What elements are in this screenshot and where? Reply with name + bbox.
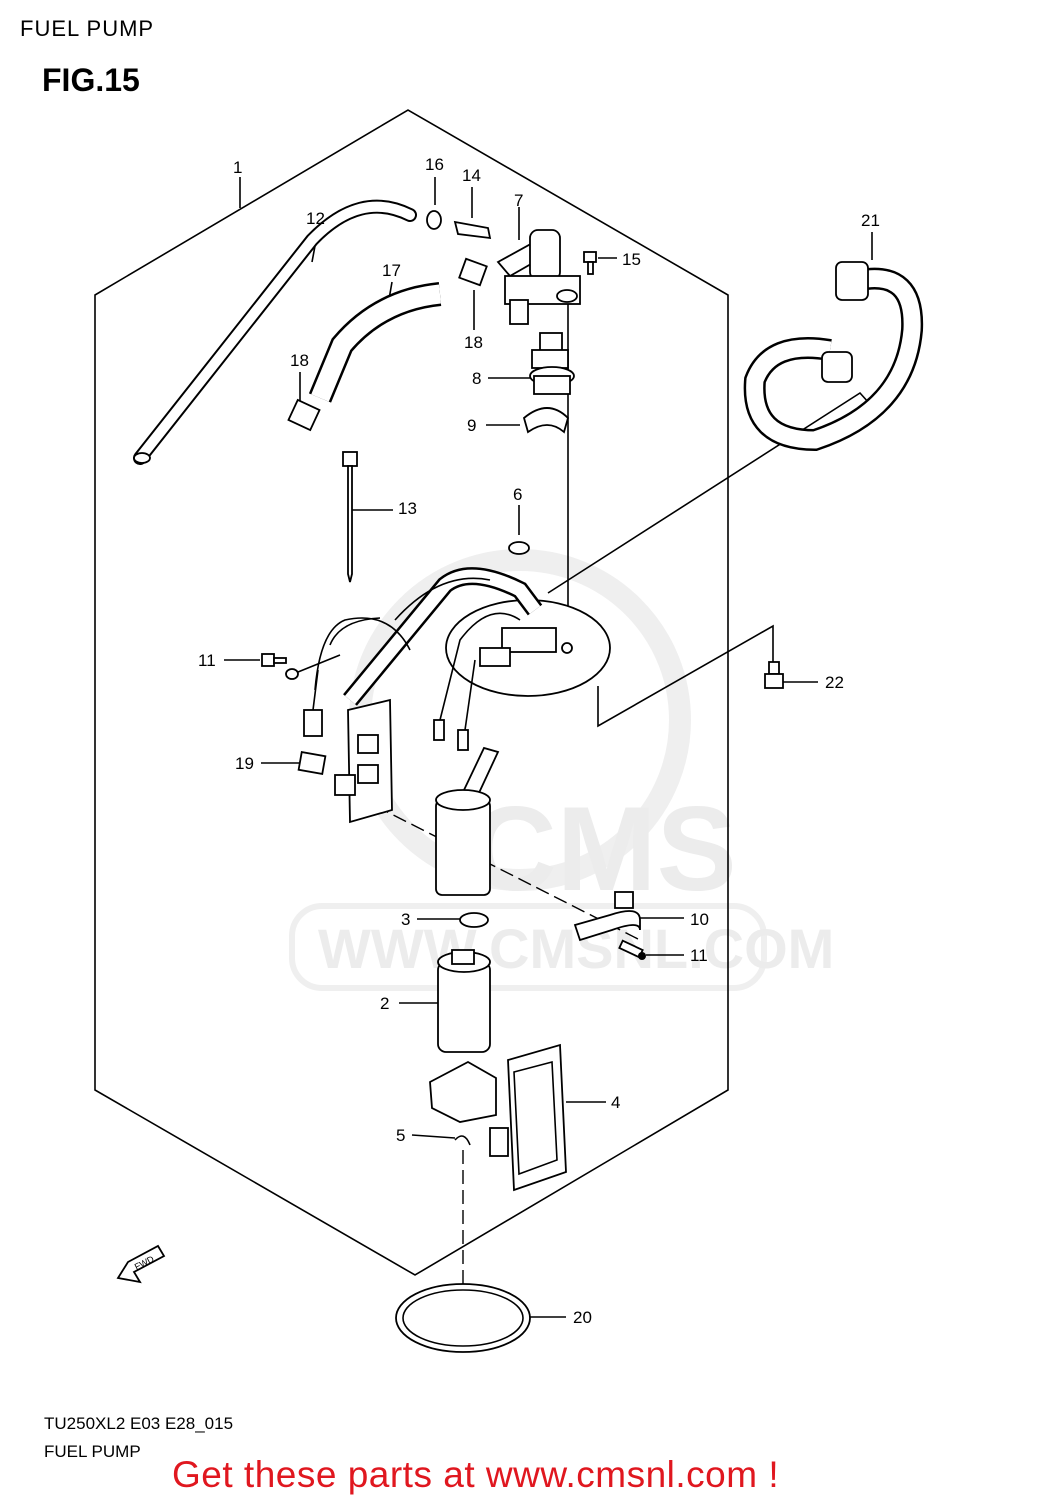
callout-16: 16 — [425, 155, 444, 174]
part-6-o-ring — [508, 541, 530, 555]
part-4-filter — [507, 1043, 567, 1192]
pump-bracket-assembly — [314, 567, 611, 824]
footer-title: FUEL PUMP — [44, 1442, 141, 1461]
callout-1: 1 — [233, 158, 242, 177]
callout-11-upper: 11 — [198, 651, 216, 670]
part-14-nipple — [453, 220, 492, 240]
callout-10: 10 — [690, 910, 709, 929]
callout-5: 5 — [396, 1126, 405, 1145]
part-8-regulator — [529, 332, 575, 395]
callout-3: 3 — [401, 910, 410, 929]
part-10-bracket — [573, 891, 641, 942]
part-18-clamp-top — [458, 257, 488, 287]
callout-11-lower: 11 — [690, 946, 708, 965]
callout-22: 22 — [825, 673, 844, 692]
callout-7: 7 — [514, 191, 523, 210]
part-19-clip — [297, 751, 327, 775]
callout-15: 15 — [622, 250, 641, 269]
part-11-screw-lower — [618, 939, 646, 960]
part-7-valve — [496, 229, 581, 325]
callout-18-top: 18 — [464, 333, 483, 352]
part-22-bolt — [764, 661, 784, 689]
wire-terminal — [285, 654, 341, 737]
promo-banner: Get these parts at www.cmsnl.com ! — [172, 1454, 780, 1495]
callout-2: 2 — [380, 994, 389, 1013]
part-16-ring — [426, 210, 442, 230]
assembly-boundary — [94, 109, 729, 1276]
part-12-long-hose — [133, 199, 417, 465]
page-header-title: FUEL PUMP — [20, 16, 155, 41]
part-3-seal — [459, 912, 489, 928]
watermark-brand: CMS — [470, 782, 737, 916]
part-20-gasket-inner — [402, 1289, 524, 1347]
part-9-clamp — [522, 407, 570, 434]
callout-labels: 1 12 16 14 7 15 17 18 8 9 18 13 6 11 19 … — [198, 155, 880, 1327]
callout-19: 19 — [235, 754, 254, 773]
fwd-arrow-icon: FWD — [116, 1244, 166, 1284]
figure-label: FIG.15 — [42, 62, 140, 98]
callout-4: 4 — [611, 1093, 620, 1112]
callout-12: 12 — [306, 209, 325, 228]
callout-21: 21 — [861, 211, 880, 230]
part-21-fuel-hose — [743, 261, 924, 452]
part-13-cable-tie — [342, 451, 358, 583]
callout-8: 8 — [472, 369, 481, 388]
part-20-gasket — [395, 1283, 531, 1353]
part-17-short-hose — [308, 282, 442, 403]
part-11-screw-upper — [261, 653, 287, 667]
part-2-fuel-pump — [437, 949, 491, 1053]
strainer-holder — [429, 1060, 509, 1157]
callout-17: 17 — [382, 261, 401, 280]
pump-housing — [435, 746, 500, 896]
callout-18-left: 18 — [290, 351, 309, 370]
callout-13: 13 — [398, 499, 417, 518]
callout-14: 14 — [462, 166, 481, 185]
callout-6: 6 — [513, 485, 522, 504]
part-5-clip — [454, 1135, 471, 1146]
diagram-code: TU250XL2 E03 E28_015 — [44, 1414, 234, 1433]
part-15-bolt — [583, 251, 597, 275]
callout-20: 20 — [573, 1308, 592, 1327]
callout-9: 9 — [467, 416, 476, 435]
part-18-clamp-left — [287, 398, 321, 432]
